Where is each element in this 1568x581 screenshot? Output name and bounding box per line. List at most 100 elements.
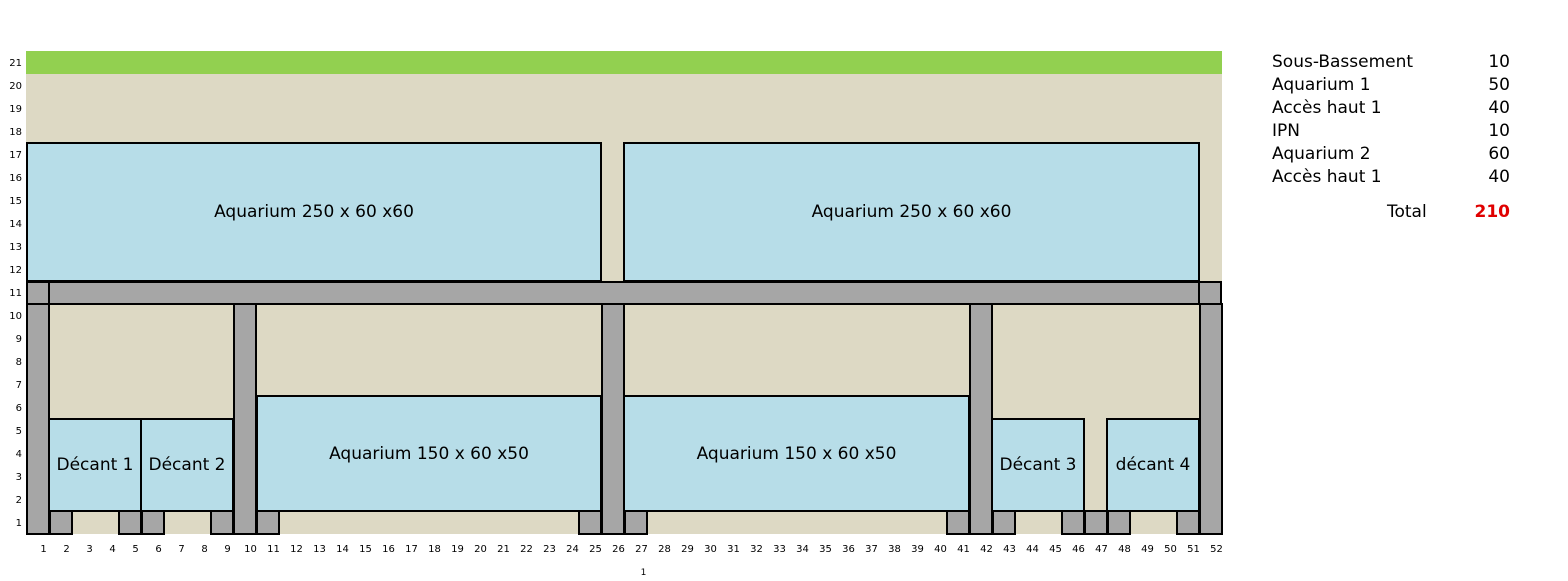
pillar (601, 303, 625, 535)
column-label: 17 (405, 544, 418, 555)
foot (1107, 510, 1131, 535)
legend-total-row: Total 210 (1272, 202, 1512, 222)
foot (624, 510, 648, 535)
row-label: 12 (9, 265, 22, 276)
column-label: 3 (86, 544, 93, 555)
legend-item-value: 40 (1488, 98, 1510, 118)
pillar (1199, 303, 1223, 535)
legend-item-label: Sous-Bassement (1272, 52, 1414, 72)
ipn-beam (26, 281, 1222, 305)
row-label: 8 (15, 357, 22, 368)
aquarium-bottom-right: Aquarium 150 x 60 x50 (623, 395, 970, 512)
column-label: 38 (888, 544, 901, 555)
legend-item-label: Aquarium 2 (1272, 144, 1371, 164)
row-label: 5 (15, 426, 22, 437)
legend-item-label: IPN (1272, 121, 1300, 141)
column-label: 29 (681, 544, 694, 555)
column-label: 18 (428, 544, 441, 555)
column-label: 32 (750, 544, 763, 555)
column-label: 14 (336, 544, 349, 555)
row-label: 20 (9, 81, 22, 92)
column-label: 46 (1072, 544, 1085, 555)
column-label: 48 (1118, 544, 1131, 555)
column-label: 27 (635, 544, 648, 555)
legend-item-value: 60 (1488, 144, 1510, 164)
column-label: 52 (1210, 544, 1223, 555)
foot (578, 510, 602, 535)
foot (1176, 510, 1200, 535)
pillar (969, 303, 993, 535)
aquarium-top-right-label: Aquarium 250 x 60 x60 (811, 202, 1012, 222)
foot (49, 510, 73, 535)
column-label: 41 (957, 544, 970, 555)
column-label: 40 (934, 544, 947, 555)
foot (946, 510, 970, 535)
row-label: 2 (15, 495, 22, 506)
column-label: 15 (359, 544, 372, 555)
row-label: 7 (15, 380, 22, 391)
column-label: 50 (1164, 544, 1177, 555)
column-label: 25 (589, 544, 602, 555)
legend-total-label: Total (1387, 202, 1427, 222)
column-label: 7 (178, 544, 185, 555)
legend-item-value: 50 (1488, 75, 1510, 95)
legend-item-value: 40 (1488, 167, 1510, 187)
row-label: 3 (15, 472, 22, 483)
row-label: 18 (9, 127, 22, 138)
column-label: 10 (244, 544, 257, 555)
legend-item-label: Accès haut 1 (1272, 98, 1382, 118)
row-label: 14 (9, 219, 22, 230)
row-label: 9 (15, 334, 22, 345)
page-number: 1 (640, 568, 647, 578)
column-label: 6 (155, 544, 162, 555)
aquarium-bottom-left-label: Aquarium 150 x 60 x50 (329, 443, 529, 464)
row-label: 16 (9, 173, 22, 184)
column-label: 30 (704, 544, 717, 555)
legend-item: Aquarium 2 60 (1272, 144, 1512, 167)
legend-item: Accès haut 1 40 (1272, 167, 1512, 190)
row-label: 15 (9, 196, 22, 207)
decant-4-label: décant 4 (1115, 455, 1191, 475)
column-label: 24 (566, 544, 579, 555)
row-label: 13 (9, 242, 22, 253)
decant-4: décant 4 (1106, 418, 1200, 512)
column-label: 42 (980, 544, 993, 555)
column-label: 26 (612, 544, 625, 555)
decant-1: Décant 1 (48, 418, 142, 512)
column-label: 49 (1141, 544, 1154, 555)
foot (118, 510, 142, 535)
column-label: 5 (132, 544, 139, 555)
top-surface (26, 51, 1222, 74)
foot (210, 510, 234, 535)
pillar (233, 303, 257, 535)
aquarium-top-left-label: Aquarium 250 x 60 x60 (214, 202, 414, 222)
decant-3-label: Décant 3 (999, 455, 1077, 475)
foot (1061, 510, 1085, 535)
column-label: 44 (1026, 544, 1039, 555)
column-label: 9 (224, 544, 231, 555)
column-label: 19 (451, 544, 464, 555)
column-label: 8 (201, 544, 208, 555)
column-label: 35 (819, 544, 832, 555)
legend-item-label: Accès haut 1 (1272, 167, 1382, 187)
row-label: 21 (9, 58, 22, 69)
ipn-end-right (1198, 281, 1222, 305)
column-label: 47 (1095, 544, 1108, 555)
foot (256, 510, 280, 535)
column-label: 20 (474, 544, 487, 555)
column-label: 28 (658, 544, 671, 555)
pillar (26, 303, 50, 535)
legend-total-value: 210 (1474, 202, 1511, 222)
column-label: 36 (842, 544, 855, 555)
column-label: 11 (267, 544, 280, 555)
row-label: 6 (15, 403, 22, 414)
column-label: 12 (290, 544, 303, 555)
column-label: 51 (1187, 544, 1200, 555)
row-label: 19 (9, 104, 22, 115)
column-label: 22 (520, 544, 533, 555)
foot (992, 510, 1016, 535)
